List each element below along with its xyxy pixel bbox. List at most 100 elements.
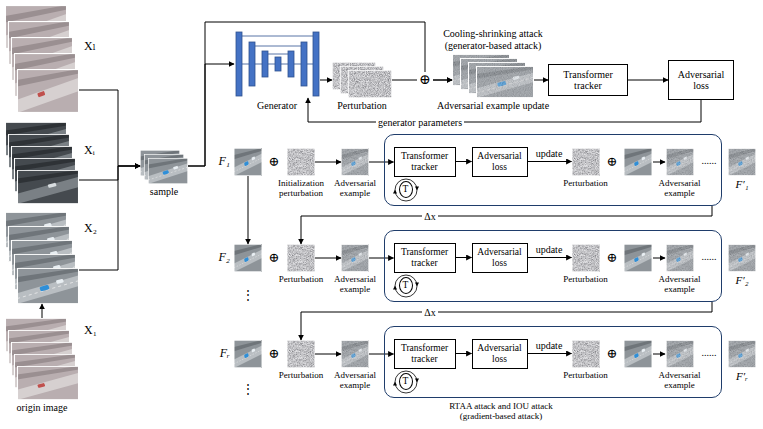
group-box: RTAA attack and IOU attack (gradient-bas… (384, 326, 722, 398)
image-node: Adversarial example (666, 148, 694, 176)
connector (79, 166, 140, 270)
image-frame (17, 170, 79, 204)
annotation: ⊕ (605, 347, 620, 361)
image-frame (341, 244, 369, 272)
connector (528, 161, 572, 162)
connector (369, 162, 394, 163)
node-label: Adversarial example (655, 274, 705, 295)
image-node: X₂ (5, 212, 79, 304)
annotation: ⋮ (240, 289, 256, 302)
connector (456, 257, 472, 258)
edge-label: update (534, 148, 565, 159)
node-label: Fᵣ (220, 347, 230, 361)
layer-bar (288, 51, 294, 77)
image-frame (624, 244, 652, 272)
connector (628, 80, 668, 81)
process-box: Transformer tracker (394, 147, 456, 177)
image-frame (234, 244, 262, 272)
connector (42, 304, 43, 318)
node-label: F′₂ (727, 274, 757, 287)
annotation: ...... (700, 251, 719, 262)
layer-bar (301, 42, 307, 86)
annotation: ...... (700, 155, 719, 166)
image-frame (728, 148, 756, 176)
process-box: Transformer tracker (394, 339, 456, 369)
image-frame (728, 340, 756, 368)
image-node: Cooling-shrinking attack (generator-base… (452, 54, 534, 98)
image-node: F′₁ (728, 148, 756, 176)
generator-network (236, 32, 319, 96)
image-frame (17, 69, 79, 113)
node-label: origin image (0, 402, 87, 414)
node-label: F′₁ (727, 178, 757, 191)
connector (369, 258, 394, 259)
image-node: Adversarial example (666, 244, 694, 272)
node-label: X₂ (84, 222, 97, 236)
loop-circle: T (399, 277, 413, 294)
loop-circle: T (399, 181, 413, 198)
node-label: RTAA attack and IOU attack (gradient-bas… (436, 401, 566, 422)
connector (315, 354, 341, 355)
image-frame (148, 158, 188, 184)
connector (79, 90, 140, 166)
node-label: Transformer tracker (398, 343, 452, 365)
image-node: Perturbation (287, 244, 315, 272)
flow-arrow (653, 162, 665, 163)
perturbation-frame (572, 148, 600, 176)
perturbation-frame (572, 244, 600, 272)
connector (528, 257, 572, 258)
image-frame (666, 340, 694, 368)
process-box: Adversarial loss (472, 147, 528, 177)
image-frame (476, 66, 534, 98)
connector (79, 166, 140, 180)
process-box: Transformer tracker (394, 243, 456, 273)
group-box: Transformer trackerTAdversarial lossPert… (384, 230, 722, 302)
perturbation-frame (572, 340, 600, 368)
node-label: Perturbation (272, 274, 330, 284)
loop-circle: T (399, 373, 413, 390)
process-box: Adversarial loss (472, 243, 528, 273)
image-frame (17, 268, 79, 304)
layer-bar (313, 32, 319, 96)
image-node: Perturbation (572, 148, 600, 176)
image-frame (624, 340, 652, 368)
node-label: Adversarial loss (476, 343, 524, 365)
image-node: Adversarial example (341, 148, 369, 176)
image-frame (234, 340, 262, 368)
node-label: Transformer tracker (398, 247, 452, 269)
process-box: Adversarial loss (472, 339, 528, 369)
connector (528, 353, 572, 354)
connector (188, 64, 234, 166)
image-frame (341, 148, 369, 176)
image-frame (17, 366, 79, 400)
edge-label: update (534, 244, 565, 255)
node-label: X₁ (84, 324, 97, 338)
connector (301, 302, 712, 340)
connector (248, 176, 249, 244)
node-label: Initialization perturbation (272, 178, 330, 199)
node-label: Adversarial example (329, 178, 381, 199)
image-frame (234, 148, 262, 176)
image-node: Xₗ (5, 5, 79, 113)
image-node: Generator (234, 30, 320, 98)
layer-link (242, 64, 313, 65)
node-label: Cooling-shrinking attack (generator-base… (431, 28, 556, 51)
annotation: ...... (700, 347, 719, 358)
flow-arrow (653, 258, 665, 259)
node-label: Xₗ (84, 40, 96, 54)
layer-bar (275, 57, 281, 71)
connector (315, 162, 341, 163)
node-label: Adversarial example (655, 178, 705, 199)
node-label: Xᵢ (84, 144, 95, 158)
layer-bar (236, 32, 242, 96)
node-label: T (400, 376, 412, 387)
group-box: Transformer trackerT Adversarial loss Pert… (384, 134, 722, 206)
node-label: Perturbation (556, 370, 616, 380)
generator-links (242, 36, 313, 64)
annotation: ⊕ (605, 251, 620, 265)
connector (308, 98, 701, 122)
image-node: sample (140, 150, 188, 184)
